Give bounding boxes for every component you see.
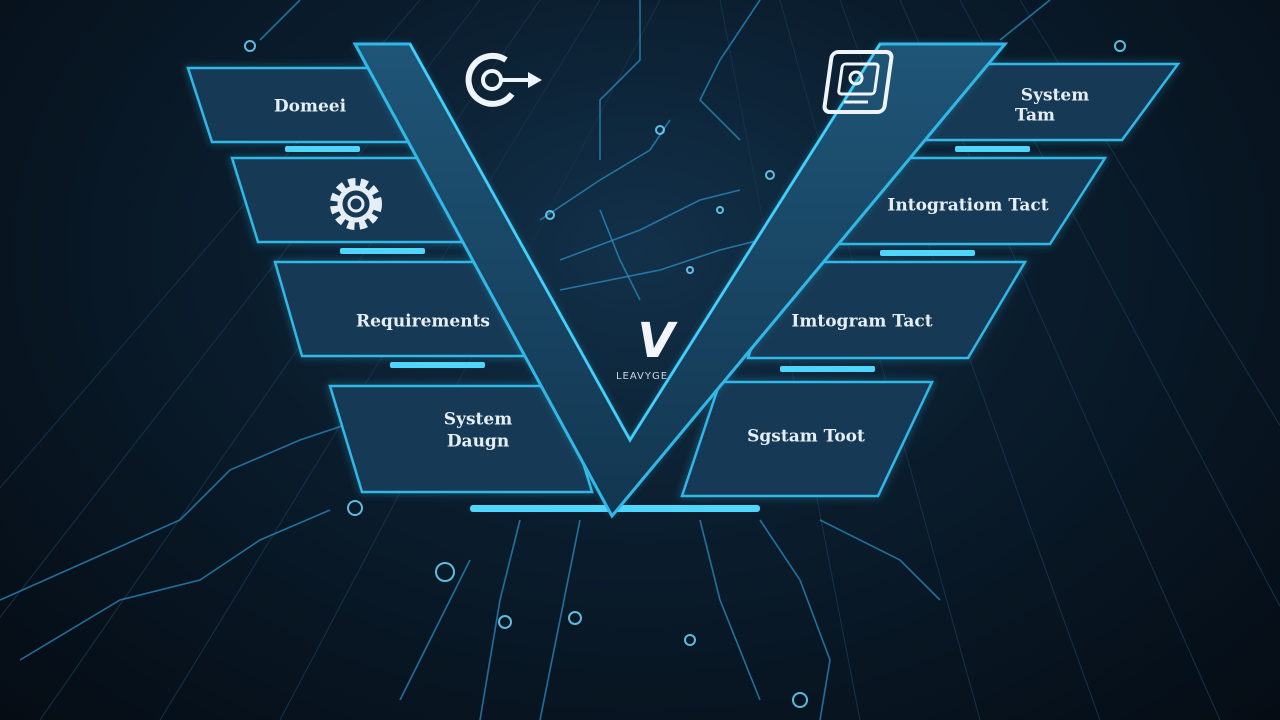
gear-icon [330,178,382,230]
panel-label-requirements: Requirements [356,312,490,332]
right-panel-integration-test-2: Imtogram Tact [745,260,1029,372]
panel-label-system-test-top-1: System [1021,86,1089,106]
panel-label-integration-test: Intogratiom Tact [887,196,1048,216]
center-logo-caption: LEAVYGE [616,371,668,382]
circuit-traces [0,0,1126,720]
left-panel-requirements: Requirements [272,260,535,368]
left-panel-system-design: System Daugn [327,384,595,494]
left-panel-gear [229,156,485,254]
document-device-icon [822,50,894,114]
center-logo-letter: V [637,313,678,369]
panel-label-system-test: Sgstam Toot [747,427,865,447]
center-logo: V LEAVYGE [616,313,678,382]
right-panel-system-test: Sgstam Toot [679,380,936,498]
panel-label-system-test-top-2: Tam [1015,106,1055,126]
panel-label-integration-test-2: Imtogram Tact [791,312,932,332]
panel-label-system-design-2: Daugn [447,432,509,452]
panel-label-domain: Domeei [274,97,347,117]
v-shape [352,42,1009,519]
panel-label-system-design-1: System [444,410,512,430]
c-arrow-icon [465,52,542,107]
